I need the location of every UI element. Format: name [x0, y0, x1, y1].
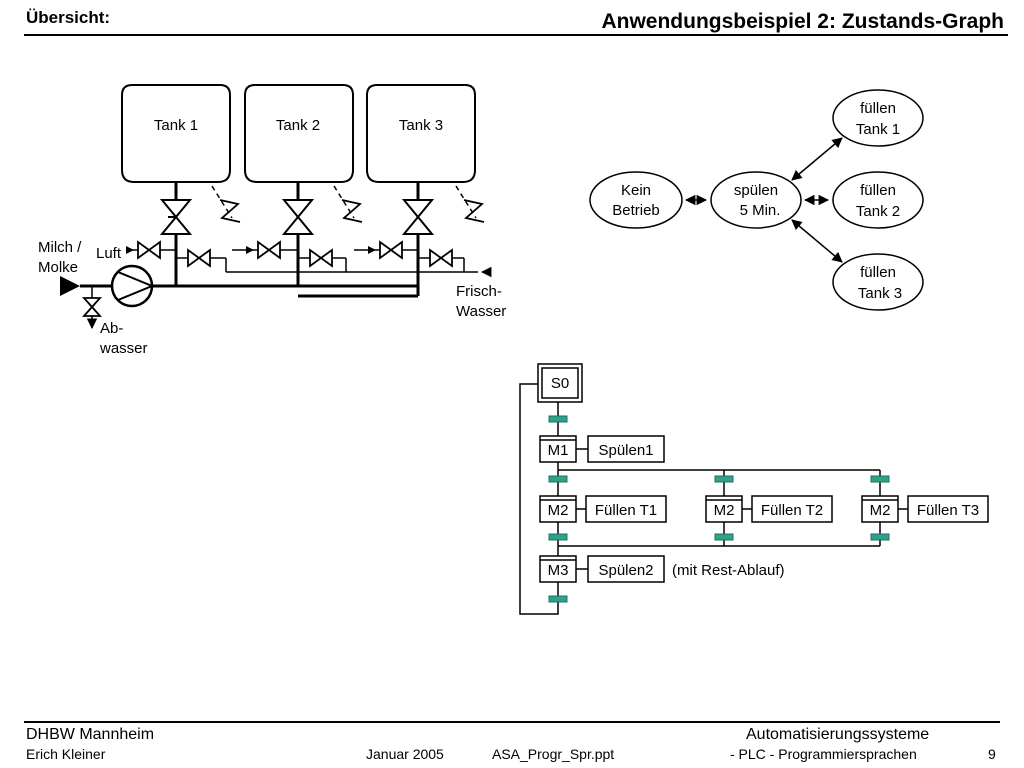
- state-fill-tank2: [832, 171, 924, 229]
- action-fill-t2-label: Füllen T2: [761, 502, 823, 519]
- state-fill1-label-2: Tank 1: [856, 121, 900, 138]
- fresh-water-label: Frisch-: [456, 283, 502, 300]
- actuator-2: [341, 199, 363, 223]
- action-m1-label: Spülen1: [598, 442, 653, 459]
- transition-1: [548, 415, 568, 423]
- step-m2-t3: [861, 495, 989, 523]
- transition-2a: [548, 475, 568, 483]
- state-fill3-label-2: Tank 3: [858, 285, 902, 302]
- footer-author: Erich Kleiner: [26, 746, 106, 762]
- step-s0: [537, 363, 583, 403]
- tank-1: [121, 84, 231, 183]
- action-m3-label: Spülen2: [598, 562, 653, 579]
- step-s0-label: S0: [551, 375, 569, 392]
- inlet-arrow-icon: [60, 276, 80, 296]
- rinse-valve-2: [309, 248, 333, 268]
- transition-4: [548, 595, 568, 603]
- state-fill3-label: füllen: [860, 264, 896, 281]
- outlet-valve-1: [159, 199, 193, 235]
- tank-2: [244, 84, 354, 183]
- waste-label-2: wasser: [99, 340, 148, 357]
- drain-valve: [81, 297, 103, 317]
- transition-3c: [870, 533, 890, 541]
- step-m3-label: M3: [548, 562, 569, 579]
- transition-3a: [548, 533, 568, 541]
- air-label: Luft: [96, 245, 122, 262]
- state-idle-label-2: Betrieb: [612, 202, 660, 219]
- footer-page-number: 9: [988, 746, 996, 762]
- step-m2-t2: [705, 495, 833, 523]
- state-rinse-label: spülen: [734, 182, 778, 199]
- step-m2-t1: [539, 495, 667, 523]
- footer-org: DHBW Mannheim: [26, 726, 155, 743]
- waste-label: Ab-: [100, 320, 123, 337]
- step-m3: [539, 555, 665, 583]
- action-fill-t3-label: Füllen T3: [917, 502, 979, 519]
- footer-file: ASA_Progr_Spr.ppt: [492, 746, 615, 762]
- footer-date: Januar 2005: [366, 746, 444, 762]
- tank-3-label: Tank 3: [399, 117, 443, 134]
- actuator-3: [463, 199, 485, 223]
- tank-1-label: Tank 1: [154, 117, 198, 134]
- state-fill2-label: füllen: [860, 182, 896, 199]
- actuator-1: [219, 199, 241, 223]
- step-m2-label-2: M2: [714, 502, 735, 519]
- state-fill2-label-2: Tank 2: [856, 203, 900, 220]
- whey-label: Molke: [38, 259, 78, 276]
- state-rinse: [710, 171, 802, 229]
- air-valve-3: [379, 240, 403, 260]
- rinse-valve-1: [187, 248, 211, 268]
- air-valve: [137, 240, 161, 260]
- header-rule: [24, 34, 1008, 36]
- outlet-valve-3: [401, 199, 435, 235]
- footer-subtitle: - PLC - Programmiersprachen: [730, 746, 917, 762]
- action-m3: [587, 555, 665, 583]
- tank-2-label: Tank 2: [276, 117, 320, 134]
- transition-2b: [714, 475, 734, 483]
- milk-label: Milch /: [38, 239, 82, 256]
- step-m1-label: M1: [548, 442, 569, 459]
- edge-rinse-fill1: [791, 137, 843, 181]
- step-m3-note: (mit Rest-Ablauf): [672, 562, 785, 579]
- state-idle: [589, 171, 683, 229]
- sfc-diagram: [519, 363, 989, 615]
- air-valve-2: [257, 240, 281, 260]
- slide-title: Anwendungsbeispiel 2: Zustands-Graph: [601, 10, 1004, 33]
- transition-2c: [870, 475, 890, 483]
- edge-rinse-fill3: [791, 219, 843, 263]
- footer-course: Automatisierungssysteme: [746, 726, 930, 743]
- step-m1: [539, 435, 665, 463]
- state-rinse-label-2: 5 Min.: [740, 202, 781, 219]
- step-m2-label-3: M2: [870, 502, 891, 519]
- state-fill-tank3: [832, 253, 924, 311]
- action-fill-t1-label: Füllen T1: [595, 502, 657, 519]
- action-fill-t3: [907, 495, 989, 523]
- sfc-transitions: [548, 415, 890, 603]
- rinse-valve-3: [429, 248, 453, 268]
- state-fill-tank1: [832, 89, 924, 147]
- transition-3b: [714, 533, 734, 541]
- plant-diagram: [60, 84, 492, 330]
- action-m1: [587, 435, 665, 463]
- footer-rule: [24, 721, 1000, 723]
- state-graph: [589, 89, 924, 311]
- section-label: Übersicht:: [26, 8, 111, 27]
- step-m2-label-1: M2: [548, 502, 569, 519]
- action-fill-t1: [585, 495, 667, 523]
- tank-3: [366, 84, 476, 183]
- outlet-valve-2: [281, 199, 315, 235]
- fresh-water-label-2: Wasser: [456, 303, 506, 320]
- state-idle-label: Kein: [621, 182, 651, 199]
- state-fill1-label: füllen: [860, 100, 896, 117]
- action-fill-t2: [751, 495, 833, 523]
- pump-icon: [110, 264, 155, 308]
